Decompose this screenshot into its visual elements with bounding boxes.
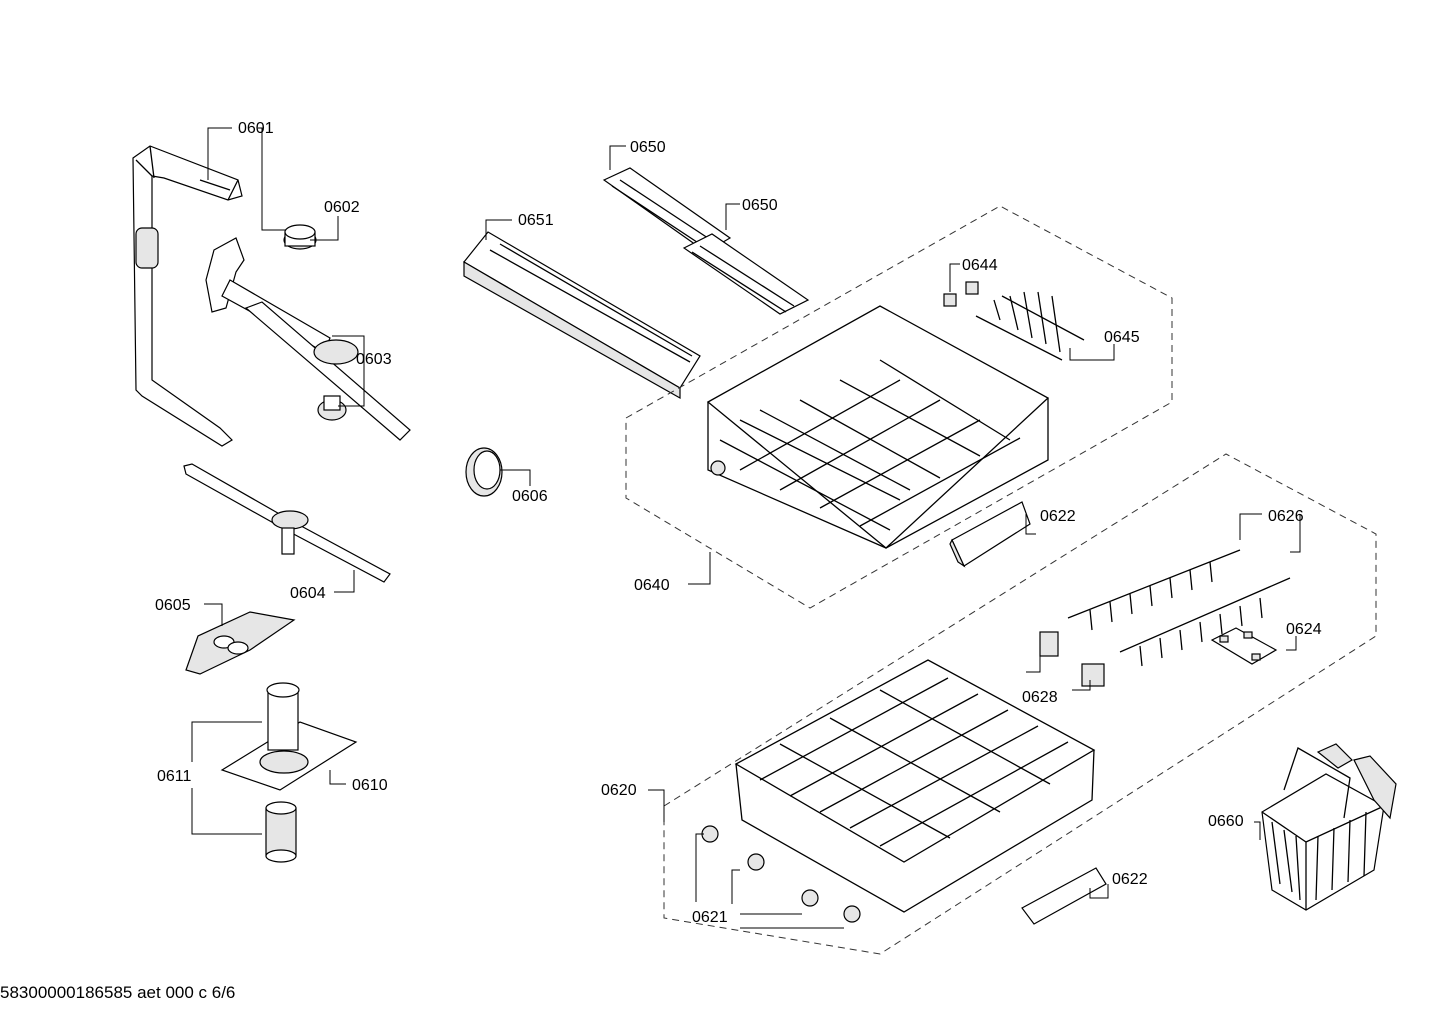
label-0644: 0644 [962, 257, 998, 274]
leader-0651 [485, 219, 512, 240]
upper-rack-group-outline [625, 205, 1173, 609]
lower-spray-arm-0604 [183, 463, 391, 583]
leader-0628b [1072, 680, 1091, 691]
label-0622a: 0622 [1040, 508, 1076, 525]
folding-spikes-0645 [975, 291, 1085, 361]
lower-rack-group-outline [663, 453, 1377, 955]
label-0622b: 0622 [1112, 871, 1148, 888]
leader-0620 [648, 789, 665, 822]
clips-0624 [1210, 627, 1278, 665]
label-0606: 0606 [512, 488, 548, 505]
filter-cover-0605 [185, 611, 296, 675]
label-0602: 0602 [324, 199, 360, 216]
label-0626: 0626 [1268, 508, 1304, 525]
label-0660: 0660 [1208, 813, 1244, 830]
spray-pipe-0601 [132, 145, 243, 447]
label-0624: 0624 [1286, 621, 1322, 638]
upper-spray-arm-0603 [205, 237, 411, 441]
label-0640: 0640 [634, 577, 670, 594]
label-0611: 0611 [157, 768, 192, 785]
wheels-0621 [701, 825, 861, 923]
label-0610: 0610 [352, 777, 388, 794]
label-0601: 0601 [238, 120, 274, 137]
leader-0601b [258, 127, 288, 231]
leader-0601 [207, 127, 232, 180]
leader-0622a [1025, 514, 1036, 535]
leader-0650b [725, 203, 740, 230]
micro-filter-0611 [265, 801, 297, 863]
label-0650a: 0650 [630, 139, 666, 156]
label-0605: 0605 [155, 597, 191, 614]
leader-0628 [1026, 656, 1041, 673]
leader-0644 [949, 263, 960, 292]
shelf-0622b [1021, 867, 1107, 925]
label-0650b: 0650 [742, 197, 778, 214]
nut-0602 [283, 224, 317, 250]
upper-rack-0640 [706, 305, 1050, 549]
shelf-0622a [949, 501, 1031, 568]
leader-0602 [310, 216, 339, 241]
label-0628: 0628 [1022, 689, 1058, 706]
lower-rack-0620 [734, 659, 1096, 913]
flat-filter-0610 [220, 682, 358, 791]
clips-0644 [943, 281, 979, 307]
label-0620: 0620 [601, 782, 637, 799]
leader-0624 [1286, 636, 1297, 651]
plate-racks-0626 [1067, 549, 1291, 667]
leader-0621b [731, 869, 740, 904]
leader-0660 [1254, 821, 1261, 840]
third-rack-tray-0651 [463, 231, 701, 400]
cutlery-insert-0650a [602, 167, 732, 253]
leader-0610 [329, 770, 346, 785]
label-0604: 0604 [290, 585, 326, 602]
document-footer: 58300000186585 aet 000 c 6/6 [0, 983, 235, 1002]
leader-0621 [695, 833, 704, 902]
holders-0628 [1039, 631, 1105, 687]
leader-0611b [191, 788, 262, 835]
leader-0611 [191, 721, 262, 762]
round-filter-0606 [465, 447, 503, 497]
leader-0645 [1069, 344, 1115, 361]
label-0621: 0621 [692, 909, 728, 926]
leader-0626 [1239, 513, 1262, 540]
cutlery-insert-0650b [682, 233, 810, 315]
label-0645: 0645 [1104, 329, 1140, 346]
leader-0622b [1089, 884, 1109, 899]
label-0603: 0603 [356, 351, 392, 368]
leader-0626b [1290, 514, 1301, 553]
leader-0650a [609, 145, 626, 170]
cutlery-basket-0660 [1261, 743, 1397, 911]
label-0651: 0651 [518, 212, 554, 229]
leader-0603 [332, 335, 365, 407]
leader-0640 [688, 552, 711, 585]
leader-0604 [334, 570, 355, 593]
leader-0606 [500, 469, 531, 486]
leader-0605 [204, 603, 223, 626]
